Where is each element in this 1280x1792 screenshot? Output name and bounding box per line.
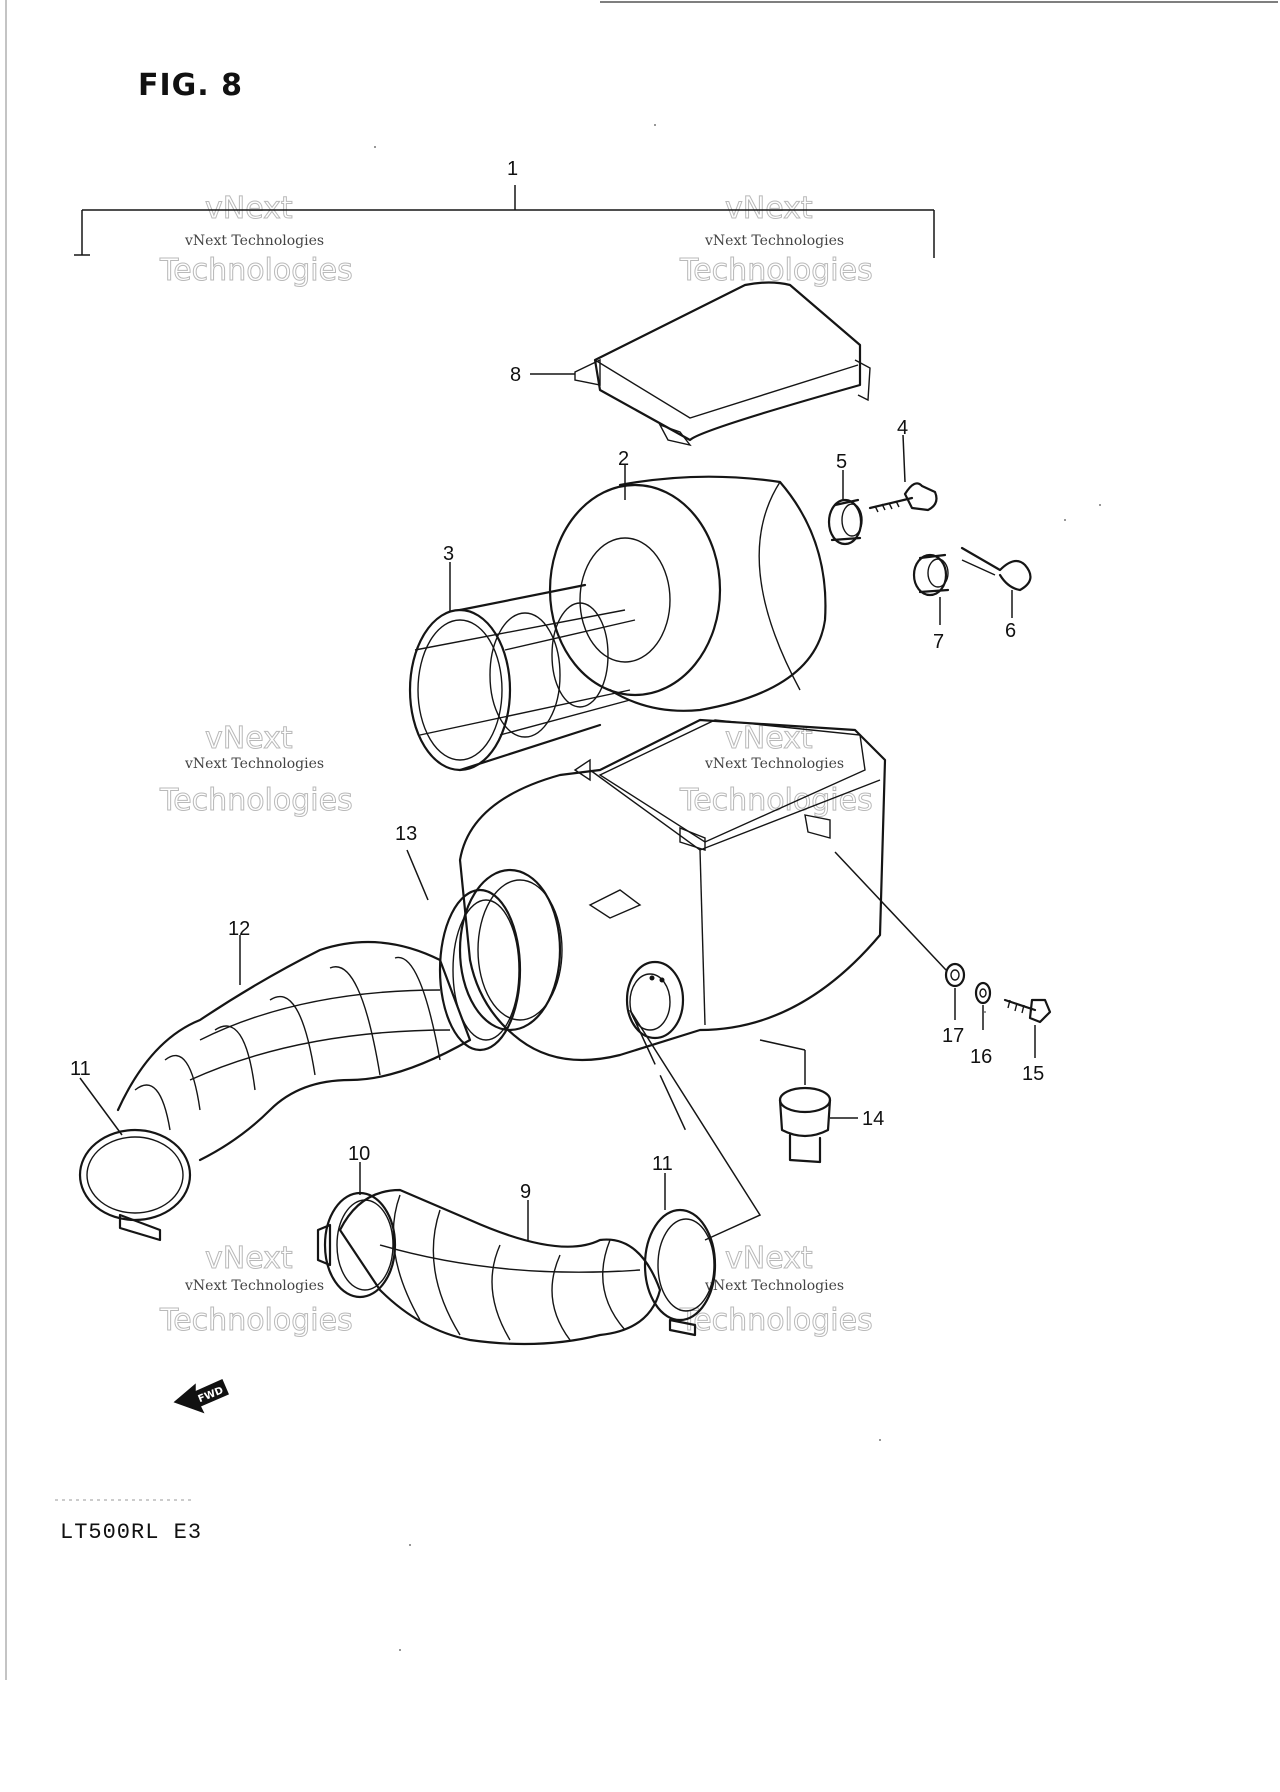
watermark-top-right: vNext Technologies vNext Technologies <box>679 191 874 289</box>
inlet-hose <box>338 1188 662 1346</box>
svg-text:vNext Technologies: vNext Technologies <box>184 756 324 772</box>
hose-clamp-right <box>643 1208 717 1337</box>
callout-10: 10 <box>348 1143 370 1165</box>
svg-text:vNext: vNext <box>725 191 813 226</box>
callout-13: 13 <box>395 823 417 845</box>
grommet-washer <box>827 498 863 546</box>
callout-2: 2 <box>618 448 629 470</box>
hose-clamp-left <box>78 1128 192 1242</box>
watermark-mid-right: vNext Technologies vNext Technologies <box>679 721 874 819</box>
outlet-ring <box>438 888 522 1052</box>
callout-12: 12 <box>228 918 250 940</box>
seal-ring <box>912 553 950 597</box>
callout-9: 9 <box>520 1181 531 1203</box>
leader-11a <box>79 1077 123 1136</box>
callout-5: 5 <box>836 451 847 473</box>
air-cleaner-box <box>458 718 887 1062</box>
air-cleaner-cap <box>574 281 871 447</box>
callout-7: 7 <box>933 631 944 653</box>
lock-washer <box>974 981 992 1005</box>
scan-specks <box>374 124 1101 1651</box>
leader-box-to-nut <box>834 851 947 971</box>
callout-15: 15 <box>1022 1063 1044 1085</box>
callout-4: 4 <box>897 417 908 439</box>
leader-4 <box>902 434 906 483</box>
callout-1: 1 <box>507 158 518 180</box>
svg-text:vNext: vNext <box>205 721 293 756</box>
watermark-top-left: vNext Technologies vNext Technologies <box>159 191 354 289</box>
svg-text:Technologies: Technologies <box>159 783 353 818</box>
svg-text:Technologies: Technologies <box>159 1303 353 1338</box>
connection-line-inlet <box>629 1009 762 1241</box>
callout-14: 14 <box>862 1108 884 1130</box>
drain-plug <box>778 1086 832 1164</box>
svg-text:vNext Technologies: vNext Technologies <box>704 233 844 249</box>
figure-title: FIG. 8 <box>138 68 243 103</box>
leader-13 <box>406 849 429 901</box>
svg-text:vNext Technologies: vNext Technologies <box>184 233 324 249</box>
watermark-mid-left: vNext Technologies vNext Technologies <box>159 721 354 819</box>
hex-bolt <box>1003 998 1052 1024</box>
svg-text:vNext: vNext <box>205 1241 293 1276</box>
element-cage <box>408 583 636 772</box>
callout-11a: 11 <box>70 1058 91 1080</box>
outlet-hose <box>116 940 472 1162</box>
svg-text:Technologies: Technologies <box>159 253 353 288</box>
svg-text:Technologies: Technologies <box>679 783 873 818</box>
callout-11b: 11 <box>652 1153 673 1175</box>
svg-text:vNext Technologies: vNext Technologies <box>704 1278 844 1294</box>
assembly-bracket <box>74 185 935 258</box>
svg-text:vNext Technologies: vNext Technologies <box>184 1278 324 1294</box>
callout-8: 8 <box>510 364 521 386</box>
spring-clip <box>960 546 1032 592</box>
nut <box>944 962 966 988</box>
callout-17: 17 <box>942 1025 964 1047</box>
wing-bolt <box>868 482 938 513</box>
hose-clamp-inlet <box>316 1191 397 1299</box>
connection-line-dashed <box>629 1009 691 1141</box>
callout-6: 6 <box>1005 620 1016 642</box>
watermark-bottom-left: vNext Technologies vNext Technologies <box>159 1241 354 1339</box>
svg-text:vNext Technologies: vNext Technologies <box>704 756 844 772</box>
svg-text:vNext: vNext <box>725 1241 813 1276</box>
leader-14-a <box>759 1039 806 1051</box>
callout-16: 16 <box>970 1046 992 1068</box>
air-cleaner-element <box>548 475 827 712</box>
svg-text:vNext: vNext <box>205 191 293 226</box>
watermark-bottom-right: vNext Technologies vNext Technologies <box>679 1241 874 1339</box>
callout-3: 3 <box>443 543 454 565</box>
forward-arrow-icon: FWD <box>173 1379 229 1414</box>
svg-text:Technologies: Technologies <box>679 1303 873 1338</box>
model-code: LT500RL E3 <box>60 1520 203 1545</box>
